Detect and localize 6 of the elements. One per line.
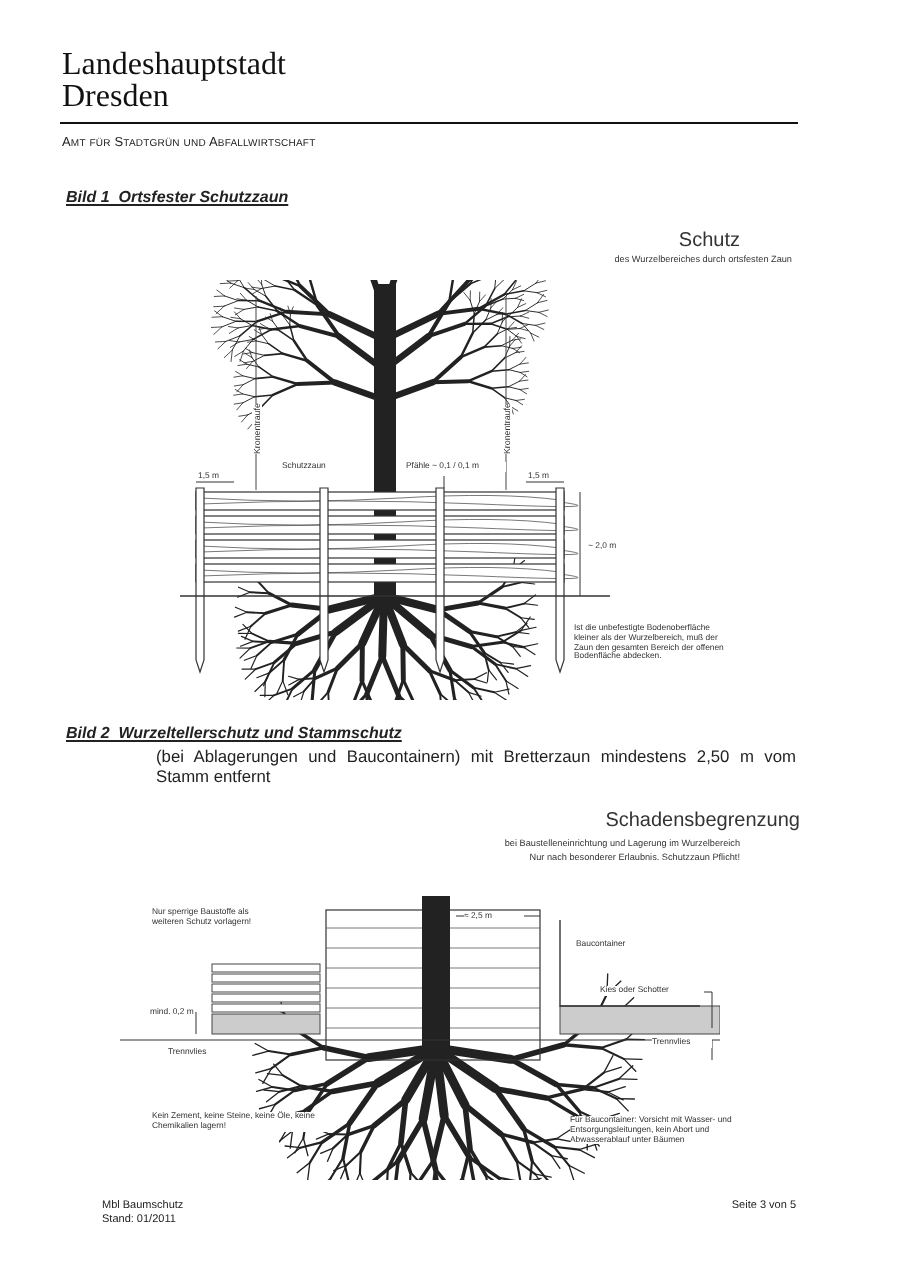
illustration-heading: Schadensbegrenzung (603, 810, 800, 833)
figure-heading: Bild 1 Ortsfester Schutzzaun (66, 188, 291, 207)
illustration-heading: Schutz (676, 230, 740, 253)
figure-heading: Bild 2 Wurzeltellerschutz und Stammschutz (66, 724, 404, 743)
city-title: Landeshauptstadt Dresden (62, 50, 288, 114)
description-text: (bei Ablagerungen und Baucontainern) mit Bretterzaun mindestens 2,50 m vom Stamm entfernt (156, 748, 796, 787)
